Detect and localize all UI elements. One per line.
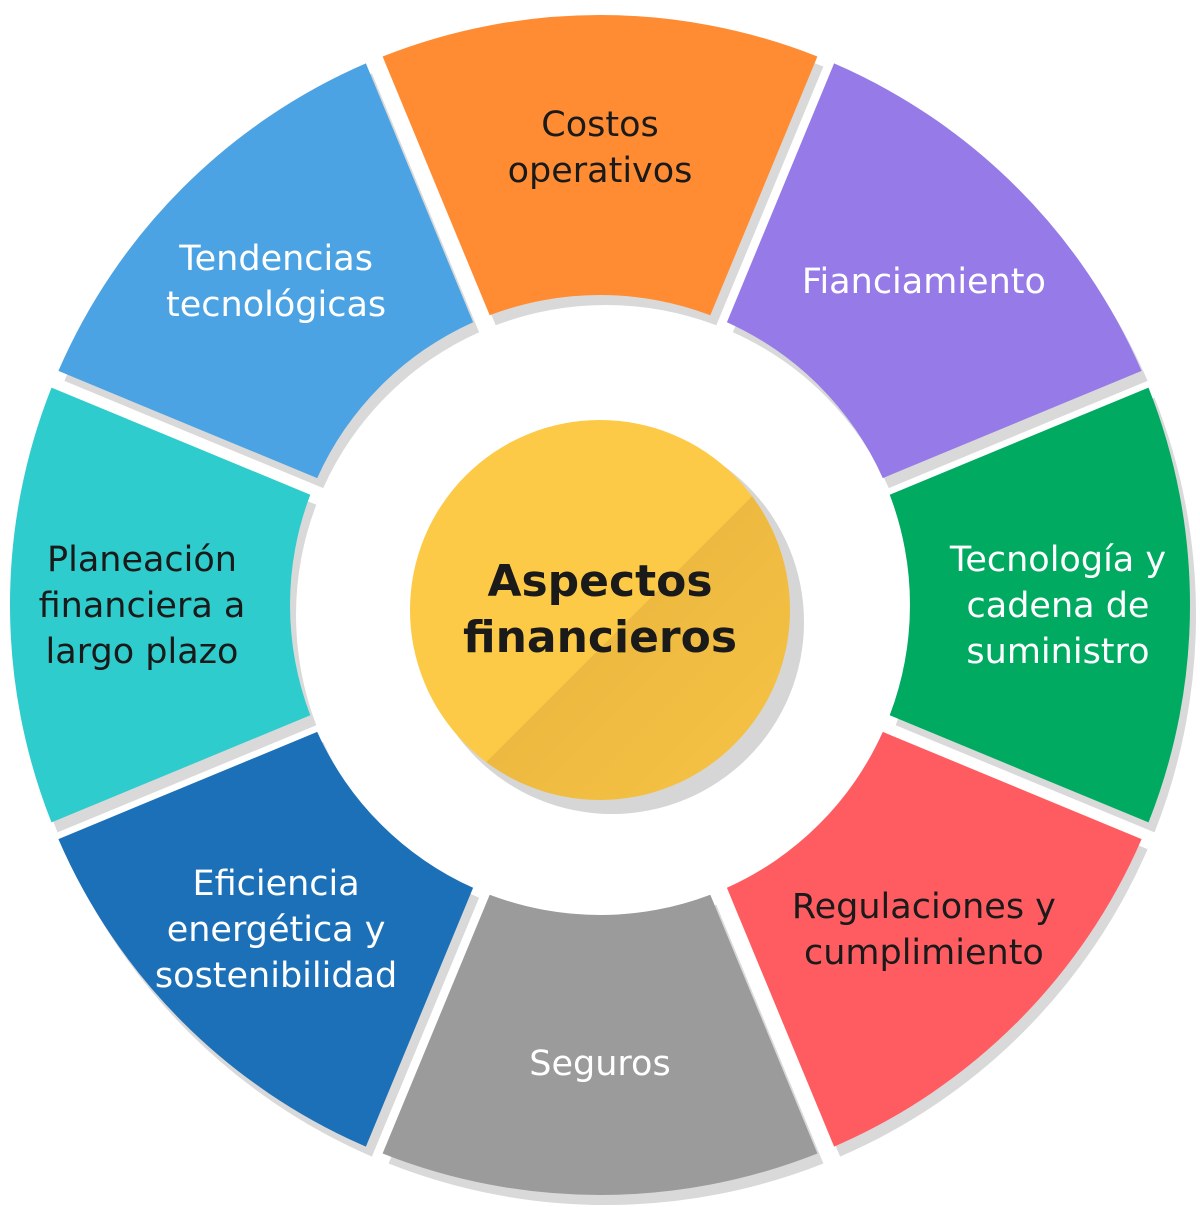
segment-label-costos-operativos: Costos operativos (508, 105, 693, 191)
segment-label-line: Tecnología y (949, 540, 1166, 580)
segments-group: Costos operativosFianciamientoTecnología … (9, 14, 1191, 1196)
segment-eficiencia: Eficiencia energética y sostenibilidad (58, 731, 474, 1147)
segment-label-line: operativos (508, 151, 693, 191)
segment-label-line: suministro (966, 632, 1149, 672)
segment-tendencias: Tendencias tecnológicas (58, 63, 474, 479)
segment-label-tendencias: Tendencias tecnológicas (166, 239, 386, 325)
segment-tecnologia-cadena: Tecnología y cadena de suministro (889, 387, 1191, 823)
segment-label-line: Planeación (47, 540, 237, 580)
segment-label-line: Regulaciones y (792, 887, 1056, 927)
segment-label-line: tecnológicas (166, 285, 386, 325)
center-label-line: Aspectos (487, 556, 712, 607)
segment-shape-seguros (382, 894, 818, 1196)
segment-shape-costos-operativos (382, 14, 818, 316)
segment-label-line: largo plazo (46, 632, 239, 672)
segment-label-line: Costos (541, 105, 658, 145)
segment-seguros: Seguros (382, 894, 818, 1196)
segment-shape-regulaciones (726, 731, 1142, 1147)
segment-label-line: cadena de (967, 586, 1150, 626)
center-circle (410, 420, 790, 800)
segment-fianciamiento: Fianciamiento (726, 63, 1142, 479)
segment-shape-planeacion (9, 387, 311, 823)
segment-shape-fianciamiento (726, 63, 1142, 479)
segment-label-line: Tendencias (178, 239, 373, 279)
segment-shape-tendencias (58, 63, 474, 479)
segment-label-regulaciones: Regulaciones y cumplimiento (792, 887, 1056, 973)
segment-label-tecnologia-cadena: Tecnología y cadena de suministro (949, 540, 1166, 672)
segment-label-eficiencia: Eficiencia energética y sostenibilidad (155, 864, 397, 996)
segment-label-line: sostenibilidad (155, 956, 397, 996)
segment-costos-operativos: Costos operativos (382, 14, 818, 316)
segment-shape-tecnologia-cadena (889, 387, 1191, 823)
segment-label-line: Seguros (529, 1044, 670, 1084)
segment-label-line: financiera a (39, 586, 246, 626)
segment-label-line: energética y (167, 910, 386, 950)
segment-label-line: Eficiencia (192, 864, 359, 904)
segment-planeacion: Planeación financiera a largo plazo (9, 387, 311, 823)
center-label-line: financieros (463, 612, 737, 663)
segment-label-planeacion: Planeación financiera a largo plazo (39, 540, 246, 672)
segment-label-line: Fianciamiento (802, 262, 1046, 302)
segment-label-line: cumplimiento (804, 933, 1044, 973)
segment-label-seguros: Seguros (529, 1044, 670, 1084)
segment-regulaciones: Regulaciones y cumplimiento (726, 731, 1142, 1147)
segment-label-fianciamiento: Fianciamiento (802, 262, 1046, 302)
segment-shape-eficiencia (58, 731, 474, 1147)
